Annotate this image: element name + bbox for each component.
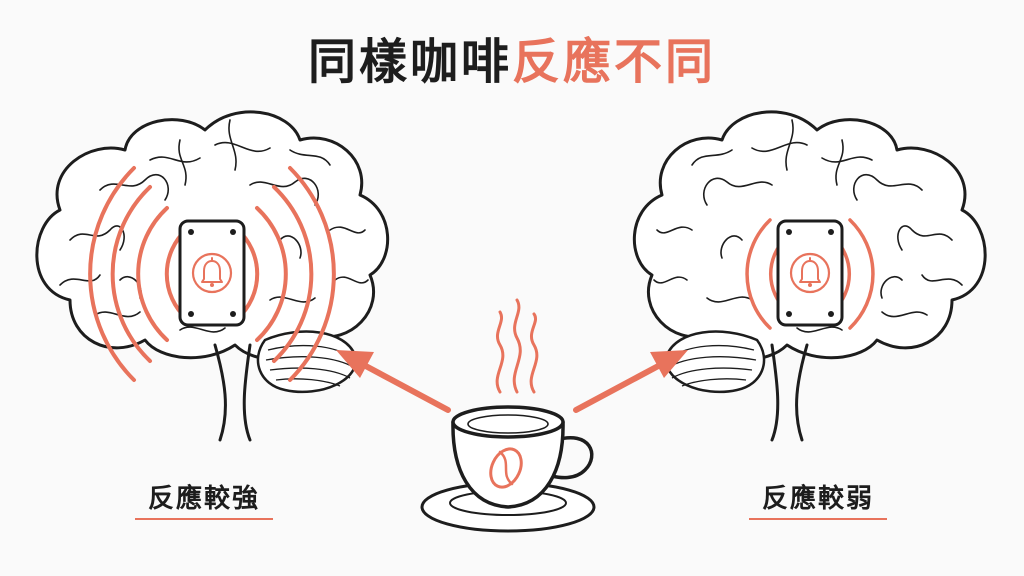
arrow-to-left-brain (336, 350, 451, 413)
steam (495, 298, 539, 394)
receptor-card-left (178, 219, 246, 327)
page-title: 同樣咖啡反應不同 (0, 22, 1024, 92)
coffee-bean-icon (489, 447, 523, 489)
label-underline-left (135, 518, 273, 520)
brain-left (35, 110, 390, 442)
title-part-2: 反應不同 (512, 34, 717, 90)
arrow-to-right-brain (573, 350, 688, 413)
label-underline-right (749, 518, 887, 520)
label-strong-response: 反應較強 (147, 484, 260, 514)
title-part-1: 同樣咖啡 (307, 34, 512, 90)
coffee-cup (420, 298, 596, 533)
signal-waves-strong (88, 166, 336, 382)
label-weak-response: 反應較弱 (761, 484, 874, 514)
receptor-card-right (776, 219, 844, 327)
